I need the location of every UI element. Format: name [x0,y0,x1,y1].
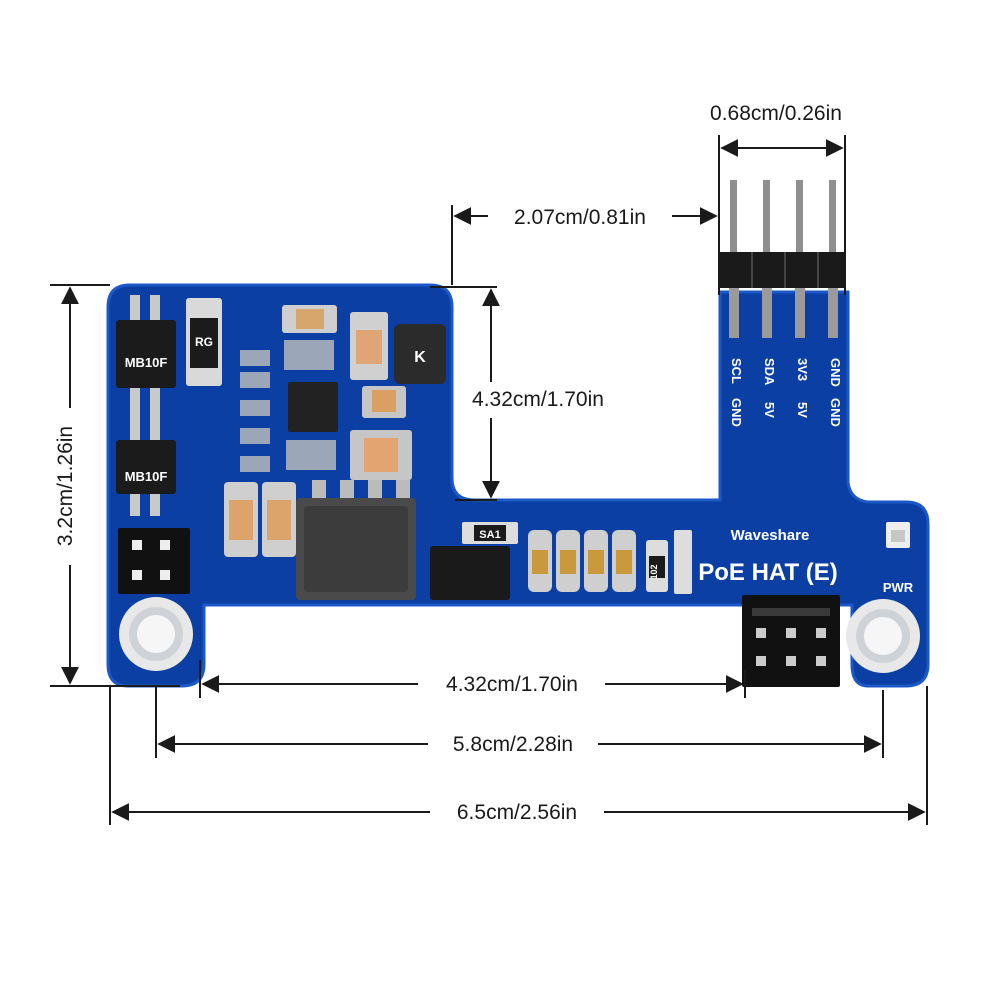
dimension-lines [50,135,928,825]
header-left-2x2 [118,528,190,594]
pin-header-4 [720,180,846,338]
pin-label-5v-1: 5V [762,402,777,418]
smd-components-upper: K [240,305,446,480]
capacitors-lower-left [224,482,296,557]
inductor-label: K [414,349,426,366]
dim-label-header-offset: 2.07cm/0.81in [514,206,646,229]
dim-label-pin-pitch: 0.68cm/0.26in [710,102,842,125]
transformer [296,480,416,600]
pin-label-3v3: 3V3 [795,358,810,381]
dim-label-board-width: 6.5cm/2.56in [457,801,577,824]
header-right-2x3 [742,595,840,687]
bridge-rectifier-top: MB10F [116,295,176,418]
dim-label-hole-spacing: 5.8cm/2.28in [453,733,573,756]
bridge-bottom-label: MB10F [125,469,168,484]
pin-label-5v-2: 5V [795,402,810,418]
pin-label-gnd-1: GND [729,398,744,427]
diode-label: RG [195,335,213,349]
smd-components-lower: SA1 102 [430,522,692,600]
diode-rg: RG [186,298,222,386]
pin-label-sda: SDA [762,358,777,386]
mounting-hole-right [846,599,920,673]
dim-label-board-height: 3.2cm/1.26in [54,426,77,546]
dim-label-inner-width: 4.32cm/1.70in [446,673,578,696]
board-name: PoE HAT (E) [698,559,838,586]
pin-label-gnd-2: GND [828,358,843,387]
pcb-board: MB10F MB10F RG [106,180,930,688]
sa1-label: SA1 [479,529,500,541]
pwr-label: PWR [883,580,914,595]
bridge-rectifier-bottom: MB10F [116,412,176,516]
brand-label: Waveshare [731,527,810,544]
pin-label-gnd-3: GND [828,398,843,427]
bridge-top-label: MB10F [125,355,168,370]
mounting-hole-left [119,597,193,671]
res-label: 102 [649,564,659,579]
pin-labels: SCL GND SDA 5V 3V3 5V GND GND [729,358,843,427]
pin-label-scl: SCL [729,358,744,384]
dim-label-inner-height: 4.32cm/1.70in [472,388,604,411]
pwr-led: PWR [883,522,914,595]
